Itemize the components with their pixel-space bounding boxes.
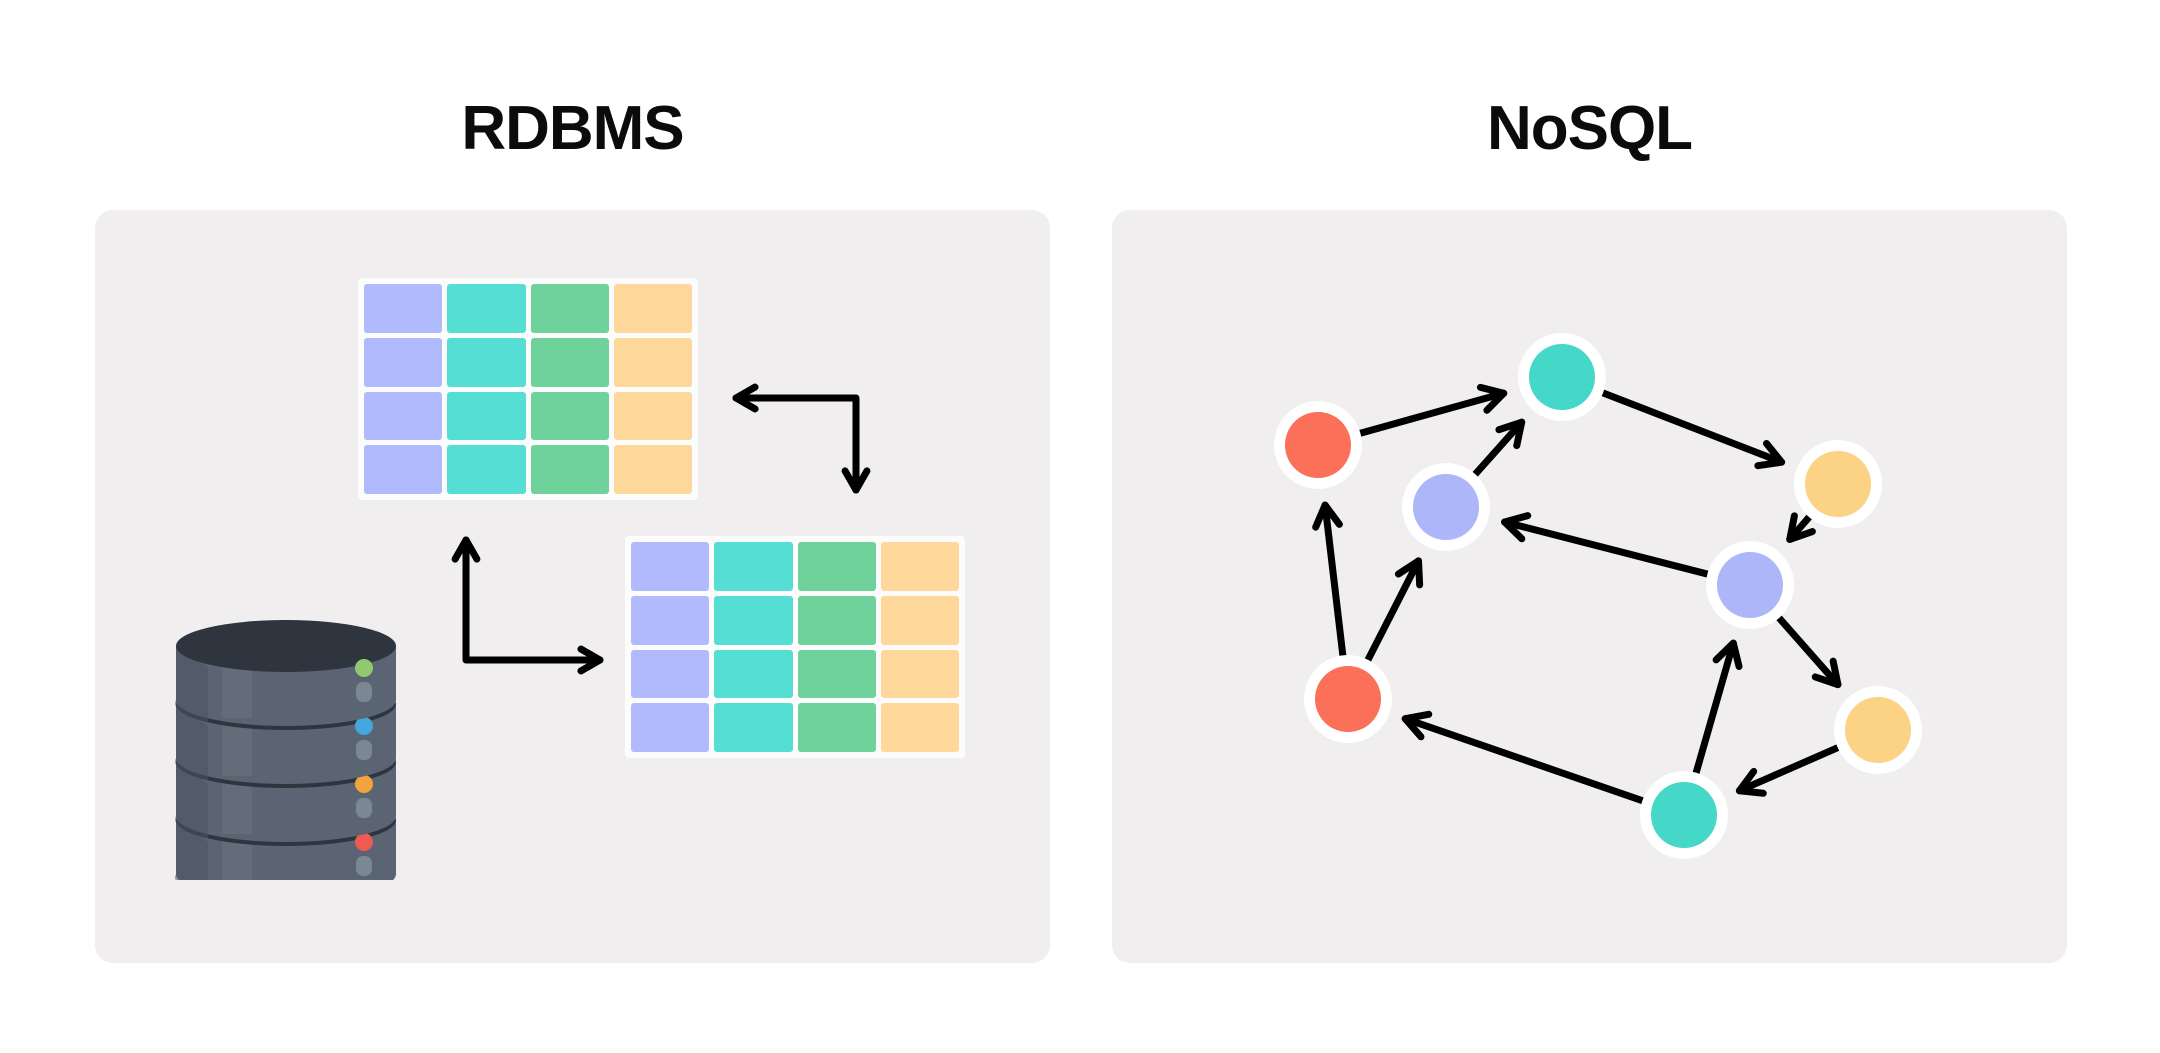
table-cell: [631, 542, 710, 591]
table-cell: [631, 703, 710, 752]
table-cell: [880, 595, 959, 645]
table-cell: [613, 284, 692, 333]
table-cell: [447, 445, 526, 494]
db-disk-shadow: [175, 704, 208, 780]
table-cell: [880, 649, 959, 699]
db-led-slot: [356, 798, 372, 818]
db-led-indicator: [355, 833, 373, 851]
table-cell: [447, 284, 526, 333]
db-disk-shadow: [175, 820, 208, 896]
table-cell: [530, 391, 609, 441]
rdbms-table-bottom: [625, 536, 965, 758]
panel-title-rdbms: RDBMS: [461, 94, 684, 163]
db-led-slot: [356, 856, 372, 876]
db-led-indicator: [355, 775, 373, 793]
table-cell: [530, 337, 609, 387]
table-cell: [631, 595, 710, 645]
table-cell: [797, 542, 876, 591]
db-disk-shadow: [175, 762, 208, 838]
table-cell: [364, 337, 443, 387]
table-cell: [714, 703, 793, 752]
table-cell: [447, 337, 526, 387]
panel-title-nosql: NoSQL: [1486, 94, 1693, 163]
table-cell: [880, 542, 959, 591]
table-cell: [880, 703, 959, 752]
table-cell: [631, 649, 710, 699]
table-cell: [714, 649, 793, 699]
table-cell: [364, 445, 443, 494]
table-cell: [797, 595, 876, 645]
table-cell: [613, 391, 692, 441]
db-led-slot: [356, 740, 372, 760]
db-led-indicator: [355, 717, 373, 735]
table-cell: [613, 337, 692, 387]
table-cell: [530, 284, 609, 333]
table-cell: [530, 445, 609, 494]
panel-nosql: [1112, 210, 2067, 963]
table-cell: [714, 542, 793, 591]
db-led-slot: [356, 682, 372, 702]
db-disk-top: [176, 620, 396, 672]
rdbms-table-top: [358, 278, 698, 500]
database-cylinder-icon: [168, 612, 404, 900]
table-cell: [364, 284, 443, 333]
table-cell: [797, 649, 876, 699]
table-cell: [364, 391, 443, 441]
db-disk-shadow: [175, 646, 208, 722]
table-cell: [447, 391, 526, 441]
table-cell: [714, 595, 793, 645]
table-cell: [613, 445, 692, 494]
table-cell: [797, 703, 876, 752]
db-led-indicator: [355, 659, 373, 677]
database-svg: [175, 620, 396, 900]
